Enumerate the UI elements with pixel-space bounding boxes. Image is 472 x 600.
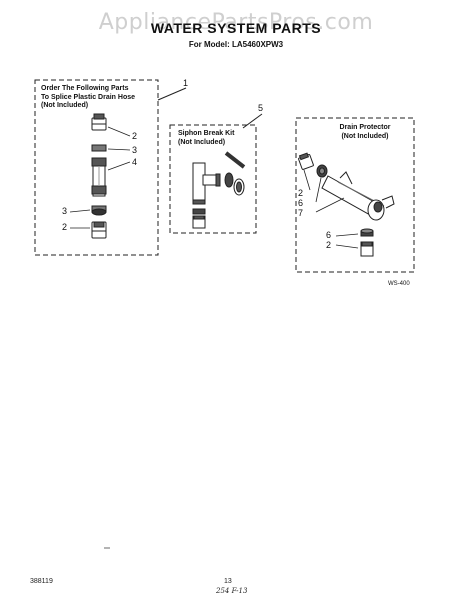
siphon-tee <box>192 162 221 205</box>
left-parts <box>91 113 107 239</box>
callout-1: 1 <box>183 78 189 88</box>
drain-nut-top <box>316 164 328 178</box>
group-middle-box <box>169 124 257 234</box>
page-title: WATER SYSTEM PARTS <box>150 20 322 36</box>
left-leader-2 <box>107 148 131 151</box>
drain-protector-body <box>321 171 395 221</box>
left-label-3-top: 3 <box>132 145 138 155</box>
left-part-3-top <box>91 144 107 152</box>
callout-5: 5 <box>258 103 264 113</box>
left-label-2-top: 2 <box>132 131 138 141</box>
middle-parts <box>192 151 246 229</box>
siphon-bottom-coupling <box>192 208 206 229</box>
left-leader-1 <box>107 126 131 137</box>
drain-coupling-bottom <box>360 241 374 257</box>
left-label-4: 4 <box>132 157 138 167</box>
left-label-2-bottom: 2 <box>62 222 68 232</box>
right-leader-4 <box>335 233 359 237</box>
siphon-tube <box>224 151 246 169</box>
left-part-3-bottom <box>91 205 107 216</box>
right-leader-1 <box>303 169 311 191</box>
right-label-7: 7 <box>298 208 304 218</box>
model-line: For Model: LA5460XPW3 <box>188 40 284 49</box>
right-label-2-top: 2 <box>298 188 304 198</box>
footer-part-number: 388119 <box>30 578 53 585</box>
drain-nut-bottom <box>360 228 374 237</box>
left-label-3-bottom: 3 <box>62 206 68 216</box>
page-number: 13 <box>224 578 232 585</box>
siphon-nut-right <box>224 172 245 196</box>
watermark: AppliancePartsPros.com <box>98 10 374 35</box>
handwritten-note: 254 F-13 <box>216 587 248 595</box>
right-label-6-top: 6 <box>298 198 304 208</box>
drain-cap-top <box>298 152 314 170</box>
callout-1-leader <box>157 87 187 101</box>
right-parts <box>298 152 395 257</box>
left-part-4 <box>91 157 107 197</box>
left-part-2-top <box>91 113 107 131</box>
group-middle-heading: Siphon Break Kit (Not Included) <box>178 130 235 146</box>
left-part-2-bottom <box>91 221 107 239</box>
left-leader-4 <box>69 209 91 213</box>
right-label-6-bottom: 6 <box>326 230 332 240</box>
group-right-heading: Drain Protector (Not Included) <box>339 124 391 140</box>
group-left-heading: Order The Following Parts To Splice Plas… <box>41 85 136 109</box>
callout-5-leader <box>242 113 263 129</box>
right-leader-5 <box>335 244 359 249</box>
group-right-box <box>295 117 415 273</box>
group-left-box <box>34 79 159 256</box>
right-leader-2 <box>315 177 322 203</box>
figure-code: WS-400 <box>388 281 410 287</box>
right-leader-3 <box>315 197 345 213</box>
left-leader-3 <box>107 161 131 171</box>
right-label-2-bottom: 2 <box>326 240 332 250</box>
